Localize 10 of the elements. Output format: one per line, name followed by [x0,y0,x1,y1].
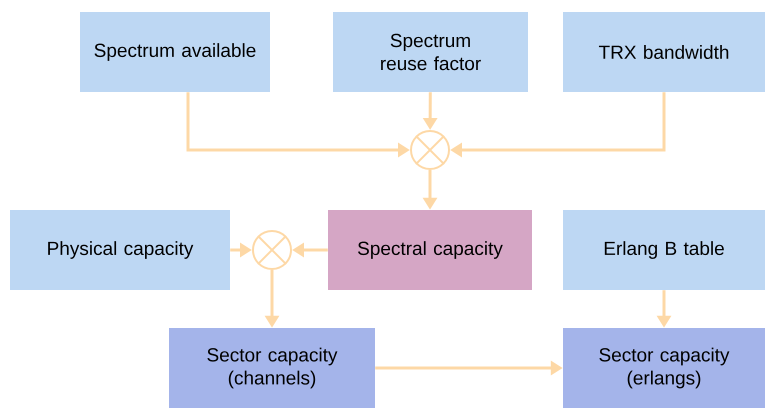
multiplier-symbol [410,130,450,170]
process-box: Physical capacity [10,210,230,290]
process-box: Spectral capacity [328,210,532,290]
process-box: Sector capacity (channels) [169,328,375,408]
process-box: Erlang B table [563,210,765,290]
process-box: Spectrum available [80,12,270,92]
process-box: Sector capacity (erlangs) [563,328,765,408]
process-box: Spectrum reuse factor [333,12,528,92]
process-box: TRX bandwidth [563,12,765,92]
multiplier-symbol [252,230,292,270]
